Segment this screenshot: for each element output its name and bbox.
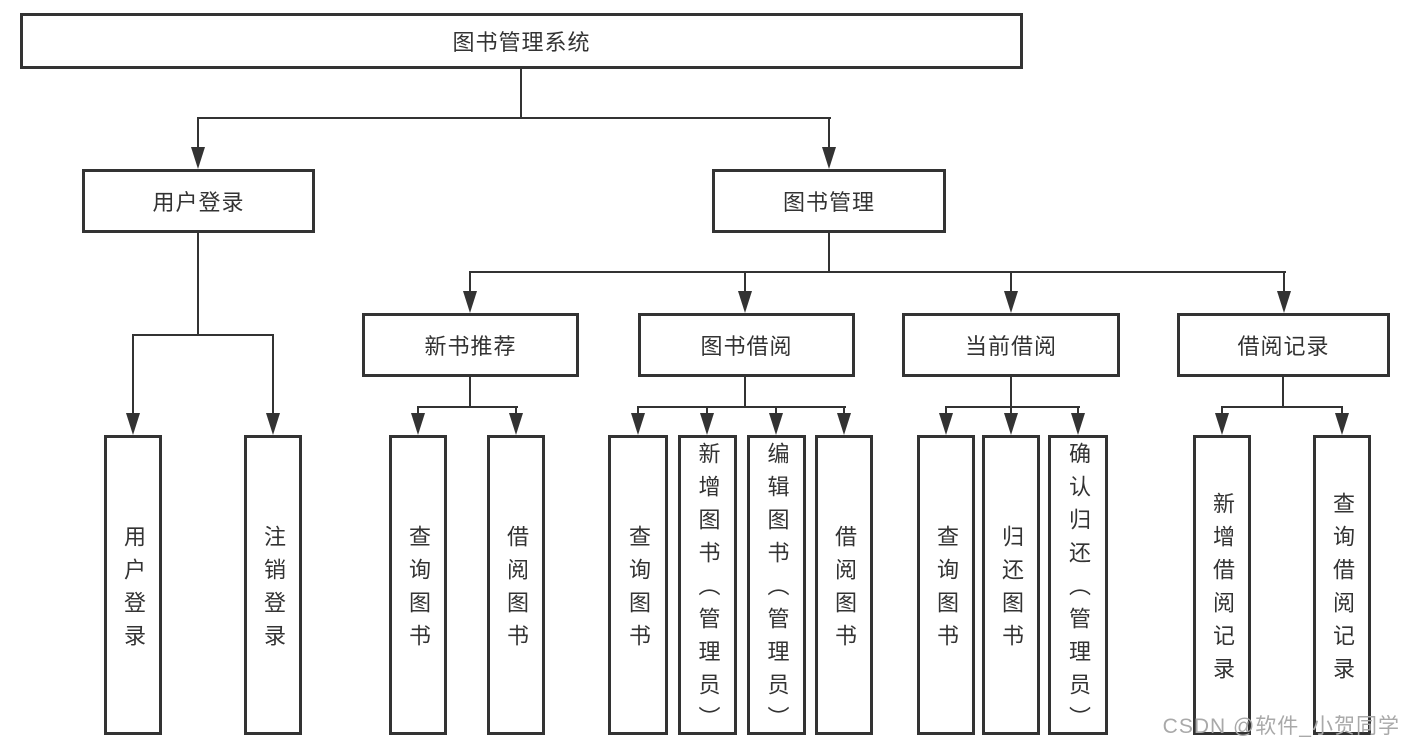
node-leaf-query-book-a: 查询图书: [389, 435, 447, 735]
node-leaf-logout: 注销登录: [244, 435, 302, 735]
arrow-borrowing-records: [1277, 291, 1291, 313]
connector-book-borrowing-stem: [744, 377, 746, 407]
connector-drop-borrow-book-a: [515, 406, 517, 416]
connector-drop-user-login: [197, 117, 199, 150]
arrow-query-book-a: [411, 413, 425, 435]
connector-book-borrowing-branch: [637, 406, 846, 408]
connector-drop-book-management: [828, 117, 830, 150]
node-leaf-confirm-return: 确认归还（管理员）: [1048, 435, 1108, 739]
connector-user-login-branch: [132, 334, 274, 336]
node-leaf-label: 查询图书: [406, 524, 431, 657]
connector-new-book-recommend-branch: [417, 406, 518, 408]
node-leaf-label: 借阅图书: [504, 524, 529, 657]
arrow-confirm-return: [1071, 413, 1085, 435]
node-leaf-add-book: 新增图书（管理员）: [678, 435, 737, 739]
node-borrowing-records: 借阅记录: [1177, 313, 1390, 377]
node-book-borrowing: 图书借阅: [638, 313, 855, 377]
node-leaf-query-book-c: 查询图书: [917, 435, 975, 735]
node-leaf-label: 确认归还（管理员）: [1066, 442, 1091, 739]
connector-drop-book-borrowing: [744, 271, 746, 295]
node-leaf-label: 编辑图书（管理员）: [764, 442, 790, 739]
node-leaf-borrow-book-a: 借阅图书: [487, 435, 545, 735]
connector-root-stem: [520, 69, 522, 118]
node-leaf-user-login: 用户登录: [104, 435, 162, 735]
connector-drop-leaf-user-login: [132, 334, 134, 416]
arrow-current-borrowing: [1004, 291, 1018, 313]
arrow-query-borrow-record: [1335, 413, 1349, 435]
node-leaf-query-book-b: 查询图书: [608, 435, 668, 735]
connector-book-management-stem: [828, 233, 830, 272]
connector-drop-current-borrowing: [1010, 271, 1012, 295]
arrow-query-book-c: [939, 413, 953, 435]
arrow-leaf-user-login: [126, 413, 140, 435]
node-book-management: 图书管理: [712, 169, 946, 233]
connector-drop-borrow-book-b: [843, 406, 845, 416]
connector-drop-edit-book: [775, 406, 777, 416]
connector-drop-add-book: [706, 406, 708, 416]
node-new-book-recommend: 新书推荐: [362, 313, 579, 377]
arrow-book-management: [822, 147, 836, 169]
arrow-leaf-logout: [266, 413, 280, 435]
node-leaf-label: 新增图书（管理员）: [695, 442, 721, 739]
connector-level3-branch: [469, 271, 1286, 273]
arrow-borrow-book-b: [837, 413, 851, 435]
connector-current-borrowing-stem: [1010, 377, 1012, 407]
node-leaf-label: 查询借阅记录: [1330, 491, 1355, 690]
arrow-edit-book: [769, 413, 783, 435]
connector-drop-add-borrow-record: [1221, 406, 1223, 416]
connector-current-borrowing-branch: [945, 406, 1080, 408]
node-leaf-label: 查询图书: [934, 524, 959, 657]
arrow-user-login: [191, 147, 205, 169]
connector-borrowing-records-stem: [1282, 377, 1284, 407]
node-leaf-label: 注销登录: [261, 524, 286, 657]
node-leaf-query-borrow-record: 查询借阅记录: [1313, 435, 1371, 735]
connector-drop-query-book-c: [945, 406, 947, 416]
arrow-add-borrow-record: [1215, 413, 1229, 435]
node-leaf-label: 用户登录: [121, 524, 146, 657]
node-leaf-add-borrow-record: 新增借阅记录: [1193, 435, 1251, 735]
node-leaf-label: 查询图书: [626, 524, 651, 657]
node-leaf-label: 新增借阅记录: [1210, 491, 1235, 690]
connector-drop-query-book-a: [417, 406, 419, 416]
node-root: 图书管理系统: [20, 13, 1023, 69]
arrow-return-book: [1004, 413, 1018, 435]
node-user-login: 用户登录: [82, 169, 315, 233]
csdn-watermark: CSDN @软件_小贺同学: [1162, 715, 1400, 738]
arrow-add-book: [700, 413, 714, 435]
connector-drop-borrowing-records: [1283, 271, 1285, 295]
node-current-borrowing: 当前借阅: [902, 313, 1120, 377]
connector-drop-query-borrow-record: [1341, 406, 1343, 416]
connector-new-book-recommend-stem: [469, 377, 471, 407]
node-leaf-edit-book: 编辑图书（管理员）: [747, 435, 806, 739]
arrow-query-book-b: [631, 413, 645, 435]
connector-drop-query-book-b: [637, 406, 639, 416]
node-leaf-return-book: 归还图书: [982, 435, 1040, 735]
arrow-borrow-book-a: [509, 413, 523, 435]
connector-drop-confirm-return: [1077, 406, 1079, 416]
connector-borrowing-records-branch: [1221, 406, 1343, 408]
connector-level2-branch: [197, 117, 831, 119]
connector-user-login-stem: [197, 233, 199, 335]
arrow-book-borrowing: [738, 291, 752, 313]
connector-drop-return-book: [1010, 406, 1012, 416]
connector-drop-new-book-recommend: [469, 271, 471, 295]
arrow-new-book-recommend: [463, 291, 477, 313]
node-leaf-borrow-book-b: 借阅图书: [815, 435, 873, 735]
connector-drop-leaf-logout: [272, 334, 274, 416]
node-leaf-label: 归还图书: [999, 524, 1024, 657]
node-leaf-label: 借阅图书: [832, 524, 857, 657]
